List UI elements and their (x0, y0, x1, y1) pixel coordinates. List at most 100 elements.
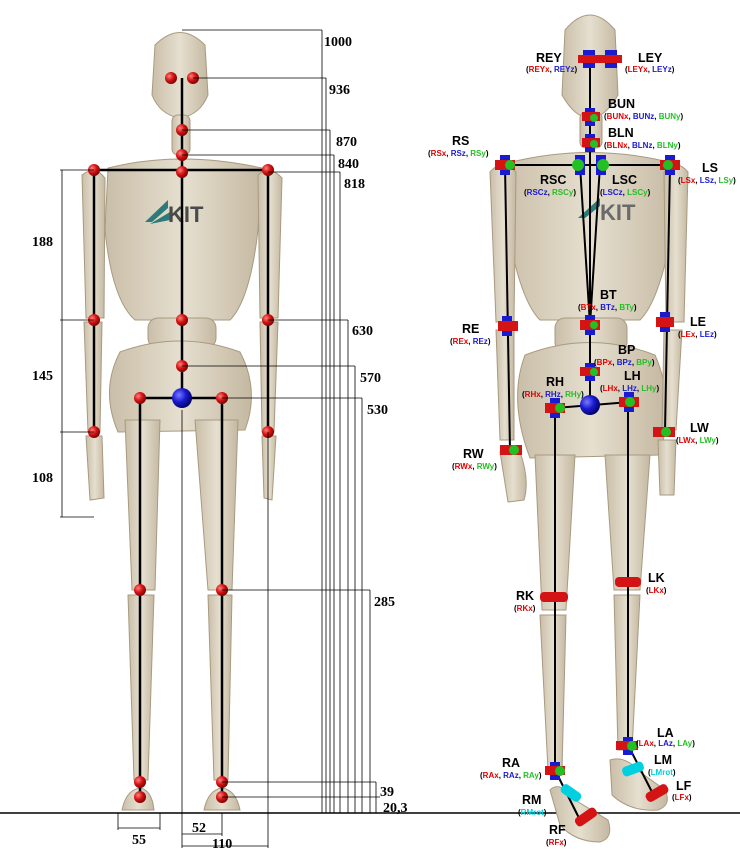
svg-text:(BTx, BTz, BTy): (BTx, BTz, BTy) (578, 303, 637, 312)
label-lsc: LSC (LSCz, LSCy) (600, 173, 651, 197)
front-figure-left: KIT (0, 29, 740, 850)
dim-55: 55 (132, 833, 146, 848)
dim-188: 188 (32, 235, 53, 250)
svg-text:RH: RH (546, 375, 564, 389)
dim-285: 285 (374, 595, 395, 610)
label-rm: RM (RMrot) (518, 793, 547, 817)
svg-text:RM: RM (522, 793, 541, 807)
svg-text:(RWx, RWy): (RWx, RWy) (452, 462, 497, 471)
marker-rey (578, 50, 600, 68)
label-rh: RH (RHx, RHz, RHy) (522, 375, 584, 399)
label-rk: RK (RKx) (514, 589, 536, 613)
label-bln: BLN (BLNx, BLNz, BLNy) (604, 126, 681, 150)
kit-logo-left: KIT (145, 200, 204, 227)
svg-text:RE: RE (462, 322, 479, 336)
marker-rh (545, 398, 565, 418)
dim-145: 145 (32, 369, 53, 384)
marker-bt (580, 315, 600, 335)
marker-lh (619, 392, 639, 412)
label-rf: RF (RFx) (546, 823, 567, 847)
height-dimension-labels: 1000 936 870 840 818 630 570 530 285 39 … (324, 35, 408, 816)
label-rsc: RSC (RSCz, RSCy) (524, 173, 576, 197)
svg-text:(LHx, LHz, LHy): (LHx, LHz, LHy) (600, 384, 660, 393)
label-ls: LS (LSx, LSz, LSy) (678, 161, 736, 185)
right-skeleton (504, 60, 671, 821)
svg-text:RK: RK (516, 589, 534, 603)
logo-text: KIT (168, 202, 204, 227)
svg-text:BP: BP (618, 343, 635, 357)
svg-text:(RAx, RAz, RAy): (RAx, RAz, RAy) (480, 771, 542, 780)
marker-ra (545, 762, 565, 780)
label-rs: RS (RSx, RSz, RSy) (428, 134, 489, 158)
dim-530: 530 (367, 403, 388, 418)
label-bun: BUN (BUNx, BUNz, BUNy) (604, 97, 683, 121)
label-la: LA (LAx, LAz, LAy) (636, 726, 695, 748)
label-lh: LH (LHx, LHz, LHy) (600, 369, 660, 393)
dim-870: 870 (336, 135, 357, 150)
svg-text:(LKx): (LKx) (646, 586, 667, 595)
svg-text:(LSCz, LSCy): (LSCz, LSCy) (600, 188, 651, 197)
svg-text:(LSx, LSz, LSy): (LSx, LSz, LSy) (678, 176, 736, 185)
arm-dimension-lines (60, 169, 94, 518)
marker-lk (615, 577, 641, 587)
marker-ley (600, 50, 622, 68)
svg-text:BUN: BUN (608, 97, 635, 111)
svg-text:LE: LE (690, 315, 706, 329)
label-lm: LM (LMrot) (648, 753, 676, 777)
marker-rm (560, 784, 582, 802)
marker-la (616, 737, 638, 755)
left-joints (88, 72, 274, 803)
label-lf: LF (LFx) (672, 779, 692, 802)
marker-ls (660, 155, 680, 175)
label-bt: BT (BTx, BTz, BTy) (578, 288, 637, 312)
svg-text:LSC: LSC (612, 173, 637, 187)
svg-text:(LMrot): (LMrot) (648, 768, 676, 777)
marker-lsc (596, 155, 609, 175)
svg-text:(REx, REz): (REx, REz) (450, 337, 491, 346)
svg-text:RF: RF (549, 823, 566, 837)
marker-lm (622, 761, 644, 777)
marker-rw (500, 445, 522, 455)
dim-39: 39 (380, 785, 394, 800)
svg-text:(RHx, RHz, RHy): (RHx, RHz, RHy) (522, 390, 584, 399)
marker-bun (582, 108, 600, 126)
svg-text:LS: LS (702, 161, 718, 175)
dim-840: 840 (338, 157, 359, 172)
dim-936: 936 (329, 83, 350, 98)
arm-dimension-labels: 188 145 108 (32, 235, 53, 486)
dim-1000: 1000 (324, 35, 352, 50)
svg-text:LW: LW (690, 421, 709, 435)
svg-text:(LEYx, LEYz): (LEYx, LEYz) (625, 65, 675, 74)
svg-text:(LFx): (LFx) (672, 793, 692, 802)
left-mannequin-body: KIT (81, 32, 283, 811)
label-rey: REY (REYx, REYz) (526, 51, 577, 74)
svg-text:LK: LK (648, 571, 665, 585)
svg-text:LM: LM (654, 753, 672, 767)
marker-le (656, 312, 674, 332)
label-re: RE (REx, REz) (450, 322, 491, 346)
label-ley: LEY (LEYx, LEYz) (625, 51, 675, 74)
marker-lf (645, 784, 669, 802)
svg-text:REY: REY (536, 51, 562, 65)
svg-text:BLN: BLN (608, 126, 634, 140)
svg-text:RS: RS (452, 134, 469, 148)
label-ra: RA (RAx, RAz, RAy) (480, 756, 542, 780)
svg-text:(RSCz, RSCy): (RSCz, RSCy) (524, 188, 576, 197)
width-dimension-lines (117, 410, 269, 848)
svg-text:(LAx, LAz, LAy): (LAx, LAz, LAy) (636, 739, 695, 748)
svg-text:(RFx): (RFx) (546, 838, 567, 847)
label-le: LE (LEx, LEz) (678, 315, 717, 339)
label-lk: LK (LKx) (646, 571, 667, 595)
height-dimension-lines (182, 29, 380, 813)
svg-text:LH: LH (624, 369, 641, 383)
svg-text:(LEx, LEz): (LEx, LEz) (678, 330, 717, 339)
svg-text:(RKx): (RKx) (514, 604, 536, 613)
svg-text:(BPx, BPz, BPy): (BPx, BPz, BPy) (594, 358, 655, 367)
dim-570: 570 (360, 371, 381, 386)
svg-text:RW: RW (463, 447, 484, 461)
dim-108: 108 (32, 471, 53, 486)
marker-bln (582, 134, 600, 152)
dim-110: 110 (212, 837, 232, 850)
svg-text:RSC: RSC (540, 173, 566, 187)
